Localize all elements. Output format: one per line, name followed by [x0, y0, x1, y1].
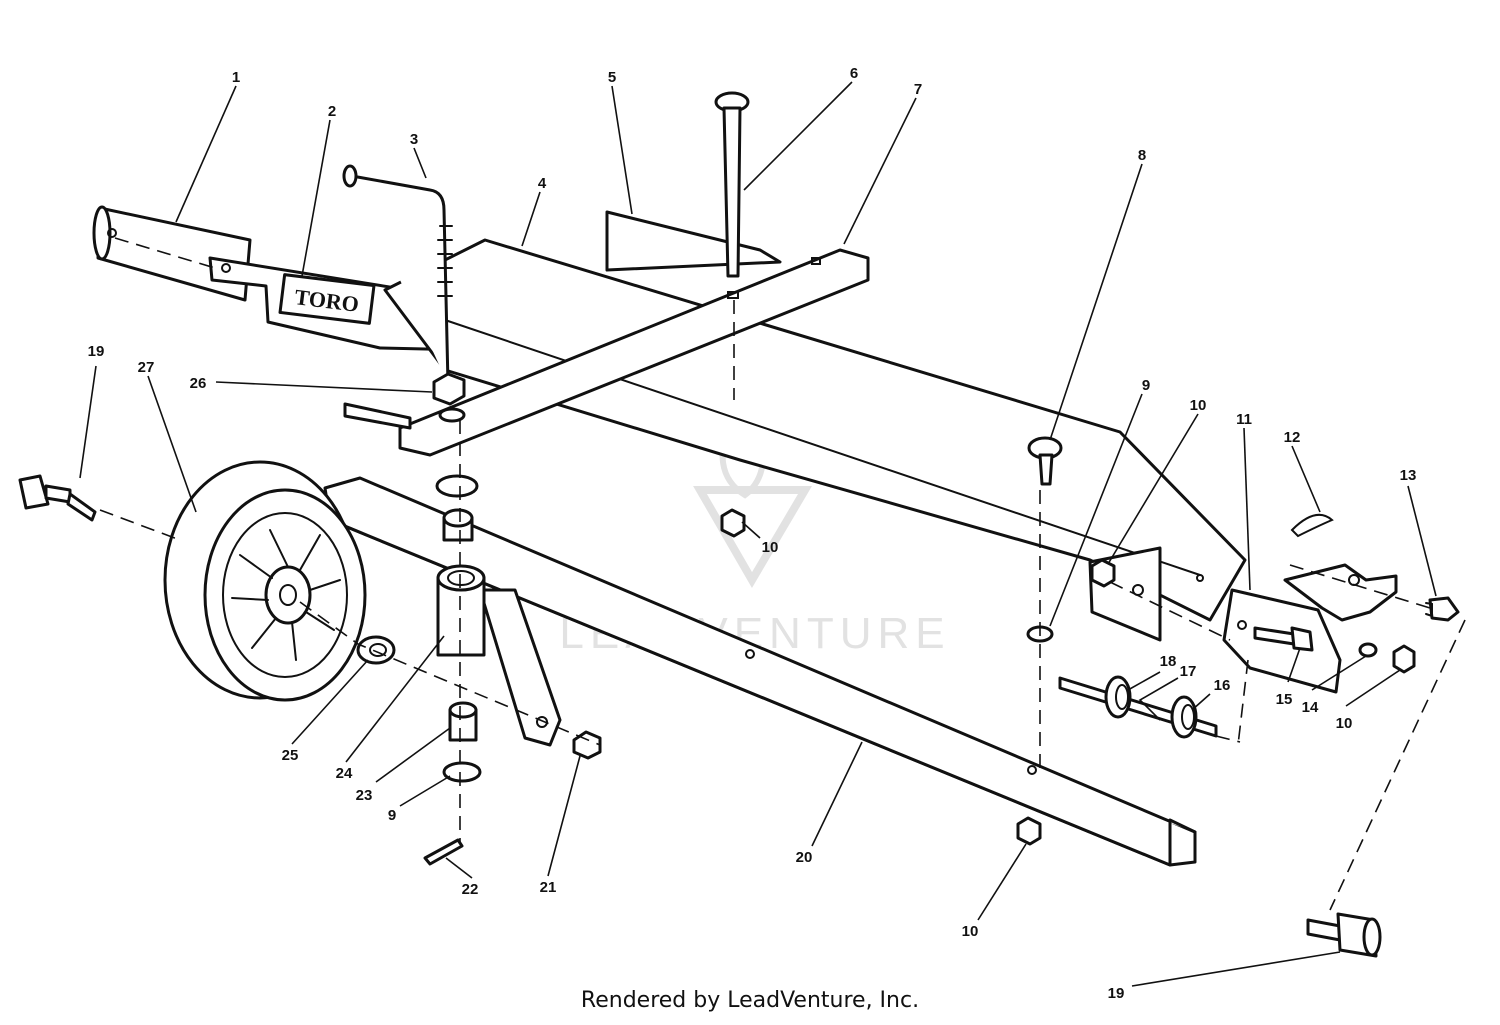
callout-11: 11 — [1236, 411, 1252, 428]
washer-25 — [356, 635, 396, 665]
callout-10-center: 10 — [762, 539, 779, 556]
callout-23: 23 — [356, 787, 373, 804]
callout-12: 12 — [1284, 429, 1301, 446]
toro-bracket: TORO — [208, 256, 472, 352]
long-carriage-bolt — [714, 91, 750, 278]
cotter-pin-22 — [423, 838, 464, 866]
wheel — [163, 460, 367, 702]
callout-10-bottom: 10 — [962, 923, 979, 940]
callout-17: 17 — [1180, 663, 1197, 680]
flange-bushing-16 — [1170, 695, 1198, 739]
handle-tube — [92, 205, 252, 302]
bushing-23 — [448, 701, 478, 742]
callout-19-left: 19 — [88, 343, 105, 360]
callout-27: 27 — [138, 359, 155, 376]
callout-3: 3 — [410, 131, 418, 148]
callout-9-lower: 9 — [388, 807, 396, 824]
callout-19-right: 19 — [1108, 985, 1125, 1002]
hex-nut-10-right — [1392, 644, 1416, 674]
callout-26: 26 — [190, 375, 207, 392]
hex-nut-10-bottom — [1016, 816, 1042, 846]
callout-15: 15 — [1276, 691, 1293, 708]
shoulder-bolt-19-left — [18, 474, 97, 522]
callout-13: 13 — [1400, 467, 1417, 484]
leader-lines — [79, 81, 1437, 987]
washer-14 — [1358, 642, 1378, 658]
callout-14: 14 — [1302, 699, 1319, 716]
hairpin-clip — [1290, 513, 1334, 538]
callout-20: 20 — [796, 849, 813, 866]
hex-nut-26 — [432, 372, 466, 423]
cross-bar — [398, 248, 870, 457]
latch-plate — [1283, 563, 1398, 622]
pivot-arm — [478, 588, 562, 747]
callout-25: 25 — [282, 747, 299, 764]
washer-9-lower — [442, 761, 482, 783]
callout-4: 4 — [538, 175, 547, 192]
washer-upper — [435, 474, 479, 498]
spacer-tube — [436, 564, 486, 657]
callout-10-right: 10 — [1336, 715, 1353, 732]
callout-6: 6 — [850, 65, 858, 82]
callout-18: 18 — [1160, 653, 1177, 670]
flange-nut-13 — [1425, 596, 1460, 622]
callout-2: 2 — [328, 103, 336, 120]
callout-8: 8 — [1138, 147, 1146, 164]
plate — [605, 210, 782, 272]
bushing-upper — [442, 508, 474, 542]
flange-bushing-18 — [1104, 675, 1132, 719]
footer-credit: Rendered by LeadVenture, Inc. — [580, 988, 920, 1013]
hex-nut-21 — [572, 730, 602, 760]
callout-22: 22 — [462, 881, 479, 898]
callout-10-upper: 10 — [1190, 397, 1207, 414]
callout-16: 16 — [1214, 677, 1231, 694]
callout-7: 7 — [914, 81, 922, 98]
callout-9-upper: 9 — [1142, 377, 1150, 394]
callout-1: 1 — [232, 69, 240, 86]
callout-5: 5 — [608, 69, 616, 86]
threaded-stud — [343, 402, 412, 430]
shoulder-bolt-19-right — [1306, 912, 1382, 958]
callouts: 1 2 3 4 5 6 7 8 9 10 11 12 13 19 27 26 1… — [88, 65, 1417, 1002]
hex-nut-10-center — [720, 508, 746, 538]
adjusting-rod — [342, 164, 453, 386]
hex-nut-10-upper-right — [1090, 558, 1116, 588]
callout-24: 24 — [336, 765, 353, 782]
shoulder-bolt-15 — [1253, 626, 1314, 652]
assembly-lines — [99, 237, 1466, 911]
callout-21: 21 — [540, 879, 557, 896]
carriage-bolt-8 — [1027, 436, 1063, 486]
